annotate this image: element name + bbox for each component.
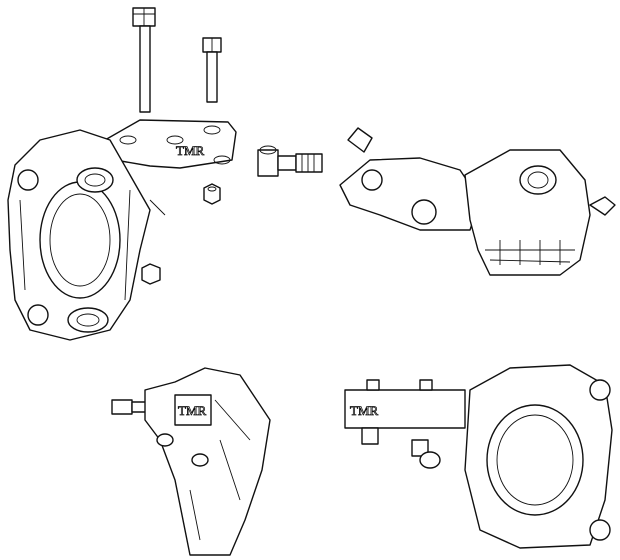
bracket-logo-left: TMR: [178, 403, 207, 418]
nut-top: [203, 183, 221, 205]
bracket-top-left: TMR: [104, 119, 237, 169]
knuckle-bottom-left: TMR: [111, 367, 271, 556]
long-bolt: [132, 7, 156, 113]
short-bolt: [202, 37, 222, 103]
knuckle-top-left: [7, 129, 166, 341]
brake-line-fitting: [257, 145, 323, 177]
knuckle-top-right: [339, 127, 616, 276]
bracket-logo-top: TMR: [176, 143, 205, 158]
bracket-logo-right: TMR: [350, 403, 379, 418]
nut-side: [141, 263, 161, 285]
knuckle-bottom-right: TMR: [344, 364, 613, 549]
